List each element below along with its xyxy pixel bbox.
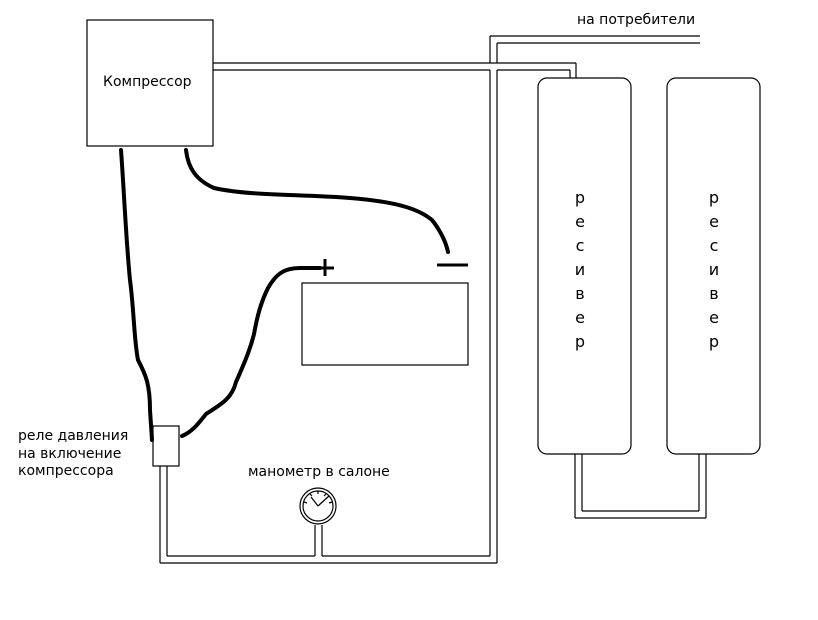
receiver-label-letter: р <box>708 332 720 351</box>
relay-label-line-3: компрессора <box>18 463 114 479</box>
pipe-relay <box>159 466 168 563</box>
pipe-main-vertical <box>489 70 498 563</box>
wire-compressor-to-battery-minus <box>184 148 450 254</box>
wire-relay-to-battery-plus <box>180 266 322 438</box>
gauge-label: манометр в салоне <box>248 464 390 480</box>
receiver-label-letter: е <box>575 212 585 231</box>
wire-compressor-to-relay <box>119 148 154 442</box>
pipe-into-receiver <box>569 63 577 78</box>
receiver-label-letter: р <box>574 332 586 351</box>
pipe-compressor-outlet <box>213 62 576 71</box>
receiver-label-letter: е <box>709 308 719 327</box>
receiver-label-letter: р <box>708 188 720 207</box>
receiver-label-letter: е <box>575 308 585 327</box>
receiver-label-letter: с <box>709 236 719 255</box>
relay-label: реле давления на включение компрессора <box>18 428 128 481</box>
receiver-right-tank <box>666 77 761 455</box>
receiver-label-letter: в <box>709 284 719 303</box>
pipe-receiver-link <box>574 454 707 519</box>
relay-label-line-1: реле давления <box>18 428 129 444</box>
receiver-label-letter: и <box>708 260 720 279</box>
battery-box <box>301 282 469 366</box>
pipe-to-consumers <box>489 35 700 63</box>
receiver-label-letter: в <box>575 284 585 303</box>
receiver-label-letter: с <box>575 236 585 255</box>
receiver-left-tank <box>537 77 632 455</box>
consumers-label: на потребители <box>577 12 696 28</box>
pressure-relay-box <box>152 425 180 467</box>
relay-label-line-2: на включение <box>18 445 122 462</box>
pipe-gauge <box>314 525 323 556</box>
receiver-label-letter: и <box>574 260 586 279</box>
pipe-bottom <box>160 555 497 564</box>
compressor-box <box>86 19 214 147</box>
receiver-label-letter: р <box>574 188 586 207</box>
compressor-label: Компрессор <box>103 74 192 90</box>
receiver-label-letter: е <box>709 212 719 231</box>
pressure-gauge-icon <box>299 487 337 525</box>
